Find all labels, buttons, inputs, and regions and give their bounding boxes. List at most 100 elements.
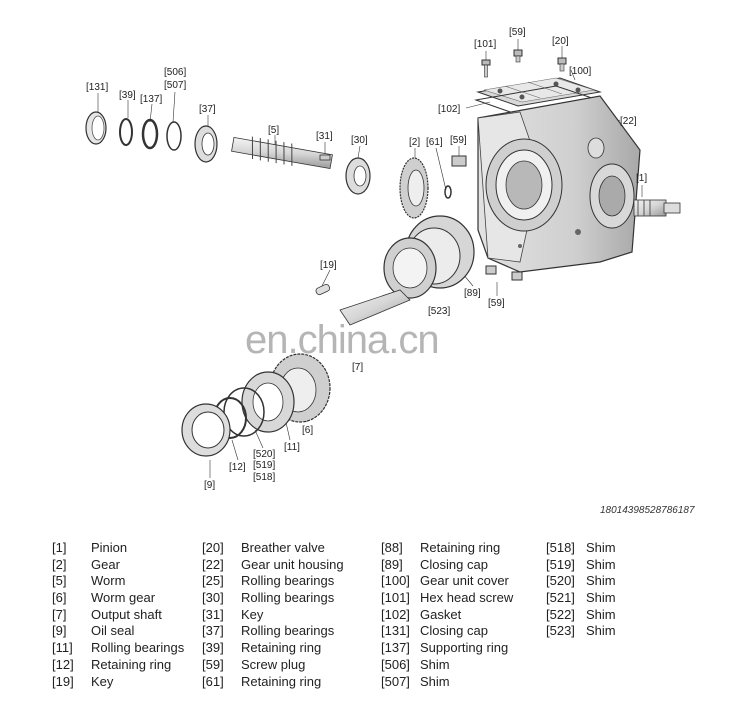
callout-137: [137] bbox=[140, 94, 162, 105]
legend-code: [59] bbox=[202, 656, 224, 672]
callout-7: [7] bbox=[352, 362, 363, 373]
worm bbox=[231, 136, 333, 170]
legend-column-2: [20]Breather valve[22]Gear unit housing[… bbox=[202, 540, 344, 690]
legend-code: [102] bbox=[381, 606, 410, 622]
callout-22: [22] bbox=[620, 116, 637, 127]
callout-19: [19] bbox=[320, 260, 337, 271]
legend-row: [39]Retaining ring bbox=[202, 640, 344, 657]
callout-507: [507] bbox=[164, 80, 186, 91]
callout-59-mid: [59] bbox=[450, 135, 467, 146]
callout-61: [61] bbox=[426, 137, 443, 148]
callout-31: [31] bbox=[316, 131, 333, 142]
retaining-ring-61 bbox=[444, 185, 452, 199]
legend-code: [506] bbox=[381, 656, 410, 672]
legend-row: [520]Shim bbox=[546, 573, 616, 590]
key-31 bbox=[319, 154, 331, 161]
legend-part-name: Shim bbox=[586, 590, 616, 606]
callout-89: [89] bbox=[464, 288, 481, 299]
legend-code: [37] bbox=[202, 623, 224, 639]
supporting-ring-137 bbox=[141, 118, 159, 150]
legend-code: [89] bbox=[381, 556, 403, 572]
callout-59-top: [59] bbox=[509, 27, 526, 38]
legend-row: [22]Gear unit housing bbox=[202, 557, 344, 574]
legend-row: [59]Screw plug bbox=[202, 657, 344, 674]
breather-valve bbox=[557, 57, 567, 72]
legend-code: [39] bbox=[202, 640, 224, 656]
legend-code: [1] bbox=[52, 540, 67, 555]
legend-part-name: Closing cap bbox=[420, 556, 488, 572]
legend-part-name: Retaining ring bbox=[241, 673, 322, 689]
callout-30: [30] bbox=[351, 135, 368, 146]
legend-code: [101] bbox=[381, 590, 410, 606]
legend-code: [61] bbox=[202, 673, 224, 689]
legend-row: [522]Shim bbox=[546, 607, 616, 624]
legend-code: [131] bbox=[381, 623, 410, 639]
legend-part-name: Gear unit cover bbox=[420, 573, 509, 589]
legend-row: [7]Output shaft bbox=[52, 607, 184, 624]
legend-code: [88] bbox=[381, 540, 403, 555]
document-id: 18014398528786187 bbox=[600, 505, 695, 516]
callout-506: [506] bbox=[164, 67, 186, 78]
legend-code: [11] bbox=[52, 640, 73, 656]
legend-row: [523]Shim bbox=[546, 623, 616, 640]
legend-part-name: Rolling bearings bbox=[241, 623, 335, 639]
legend-part-name: Shim bbox=[586, 573, 616, 589]
legend-row: [19]Key bbox=[52, 674, 184, 691]
legend-part-name: Shim bbox=[586, 556, 616, 572]
callout-519: [519] bbox=[253, 460, 275, 471]
legend-row: [131]Closing cap bbox=[381, 623, 513, 640]
callout-12: [12] bbox=[229, 462, 246, 473]
legend-row: [506]Shim bbox=[381, 657, 513, 674]
legend-row: [37] Rolling bearings bbox=[202, 623, 344, 640]
legend-part-name: Worm bbox=[91, 573, 126, 589]
legend-part-name: Worm gear bbox=[91, 590, 156, 606]
legend-row: [25]Rolling bearings bbox=[202, 573, 344, 590]
callout-100: [100] bbox=[569, 66, 591, 77]
callout-20: [20] bbox=[552, 36, 569, 47]
callout-37: [37] bbox=[199, 104, 216, 115]
legend-column-4: [518]Shim[519]Shim[520]Shim[521]Shim[522… bbox=[546, 540, 616, 640]
legend-code: [518] bbox=[546, 540, 575, 555]
callout-518: [518] bbox=[253, 472, 275, 483]
legend-part-name: Rolling bearings bbox=[91, 640, 185, 656]
callout-2: [2] bbox=[409, 137, 420, 148]
legend-part-name: Breather valve bbox=[241, 540, 325, 555]
legend-row: [11] Rolling bearings bbox=[52, 640, 184, 657]
legend-row: [20]Breather valve bbox=[202, 540, 344, 557]
legend-row: [89] Closing cap bbox=[381, 557, 513, 574]
legend-code: [6] bbox=[52, 590, 67, 606]
rolling-bearing-30 bbox=[345, 157, 371, 195]
exploded-gearbox-diagram: [101] [59] [20] [100] [102] [22] [506] [… bbox=[85, 27, 681, 491]
legend-column-1: [1]Pinion[2]Gear[5]Worm[6]Worm gear[7]Ou… bbox=[52, 540, 184, 690]
callout-102: [102] bbox=[438, 104, 460, 115]
legend-part-name: Rolling bearings bbox=[241, 590, 335, 606]
legend-part-name: Retaining ring bbox=[91, 656, 172, 672]
retaining-ring-39 bbox=[119, 118, 133, 146]
legend-part-name: Pinion bbox=[91, 540, 128, 555]
legend-code: [9] bbox=[52, 623, 67, 639]
legend-row: [100] Gear unit cover bbox=[381, 573, 513, 590]
key-19 bbox=[315, 284, 331, 296]
pinion bbox=[633, 199, 681, 217]
legend-code: [100] bbox=[381, 573, 410, 589]
rolling-bearing-37 bbox=[194, 125, 218, 163]
closing-cap-89 bbox=[383, 215, 475, 299]
legend-code: [523] bbox=[546, 623, 575, 639]
screw-plug-top bbox=[513, 49, 523, 63]
legend-row: [31]Key bbox=[202, 607, 344, 624]
legend-code: [521] bbox=[546, 590, 575, 606]
screw-plug-lower bbox=[485, 265, 523, 281]
legend-code: [522] bbox=[546, 606, 575, 622]
legend-row: [88]Retaining ring bbox=[381, 540, 513, 557]
legend-row: [9]Oil seal bbox=[52, 623, 184, 640]
legend-row: [518]Shim bbox=[546, 540, 616, 557]
rolling-bearing-11 bbox=[241, 371, 295, 433]
callout-6: [6] bbox=[302, 425, 313, 436]
legend-code: [12] bbox=[52, 656, 74, 672]
closing-cap-131 bbox=[85, 111, 107, 145]
legend-row: [5]Worm bbox=[52, 573, 184, 590]
callout-520: [520] bbox=[253, 449, 275, 460]
legend-part-name: Key bbox=[91, 673, 114, 689]
gear-unit-housing bbox=[477, 95, 641, 273]
legend-row: [6] Worm gear bbox=[52, 590, 184, 607]
